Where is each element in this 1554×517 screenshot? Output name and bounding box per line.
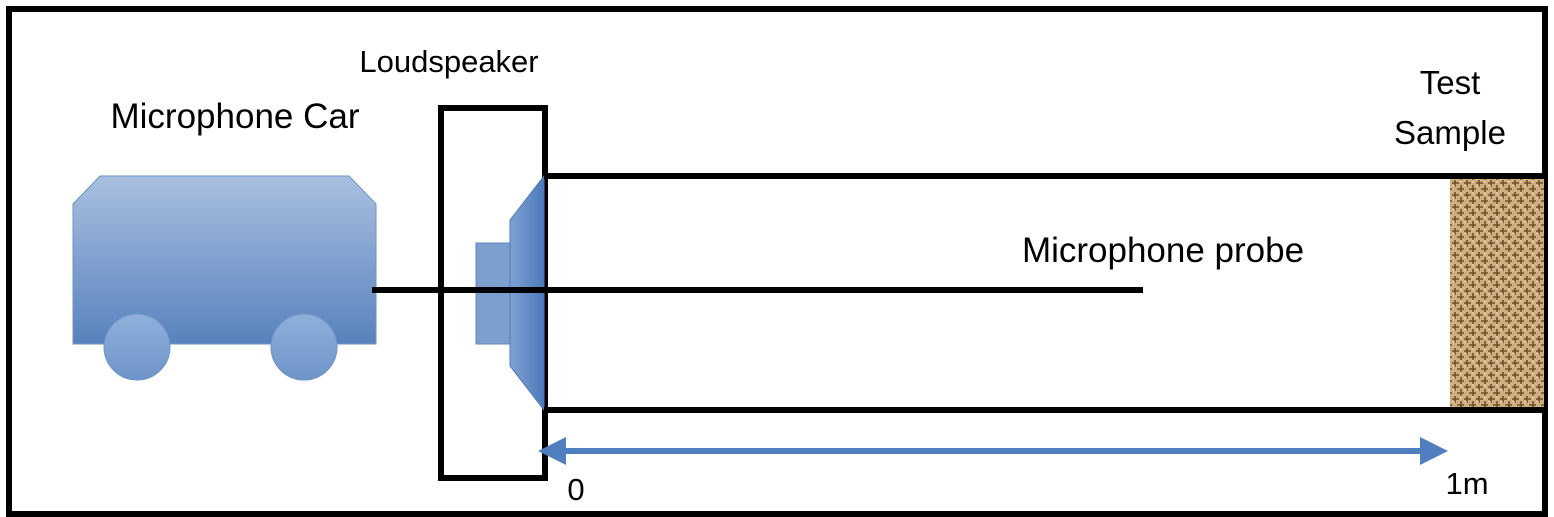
microphone-probe-label: Microphone probe: [1022, 231, 1304, 270]
microphone-car-label: Microphone Car: [111, 97, 360, 136]
distance-arrow: [538, 437, 1448, 465]
test-sample-texture: [1450, 179, 1544, 407]
test-sample-label-line2: Sample: [1394, 114, 1506, 151]
loudspeaker-label: Loudspeaker: [359, 44, 538, 79]
microphone-car-icon: [72, 175, 377, 381]
car-body: [72, 175, 377, 345]
test-sample-label-line1: Test: [1420, 64, 1481, 101]
outer-frame: [6, 6, 1548, 517]
speaker-magnet: [475, 242, 513, 345]
distance-end-label: 1m: [1445, 466, 1488, 501]
distance-start-label: 0: [567, 472, 584, 507]
car-wheel-right: [270, 313, 338, 381]
car-wheel-left: [103, 313, 171, 381]
